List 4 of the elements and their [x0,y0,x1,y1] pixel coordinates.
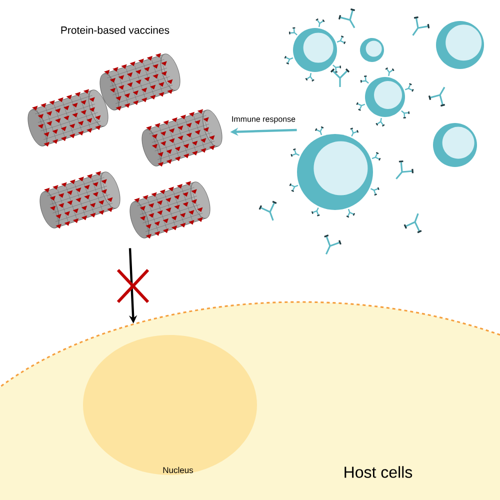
nucleus: Nucleus [83,335,257,475]
immune-cells-drawing [258,8,484,255]
heading: Protein-based vaccines [61,26,170,34]
edge-label: Immune response [232,116,296,124]
